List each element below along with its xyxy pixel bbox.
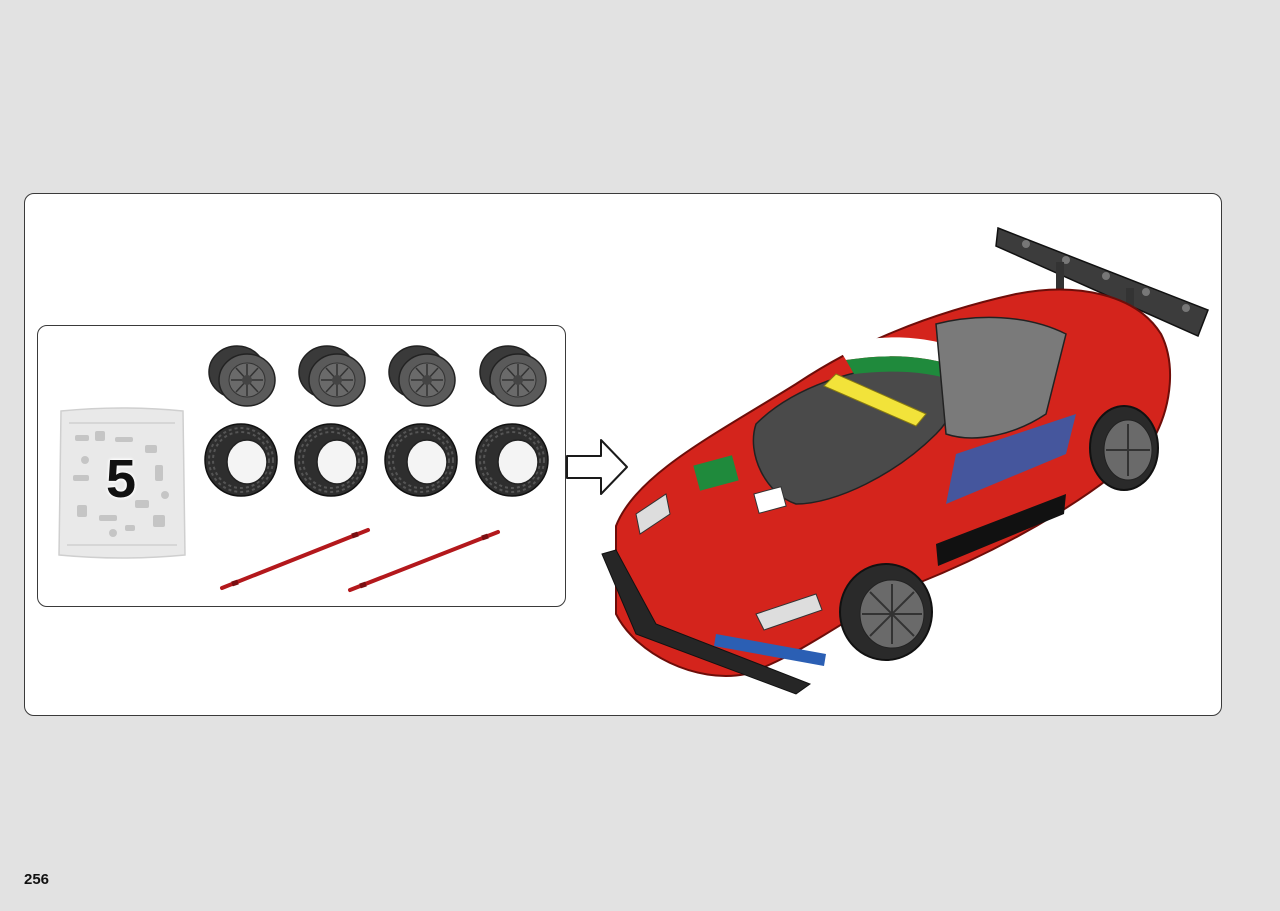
arrow-right-icon [566,439,628,495]
tire-icon [475,423,549,497]
tire-icon [294,423,368,497]
bag-number: 5 [105,449,137,509]
rim-icon [208,345,276,407]
bag-icon [58,407,186,559]
front-wheel [839,563,933,661]
race-car-image [601,226,1209,695]
rim-icon [298,345,366,407]
axle-icon [220,528,370,590]
page-number: 256 [24,871,50,888]
rim-icon [479,345,547,407]
tire-icon [204,423,278,497]
rear-wheel [1089,405,1159,491]
axle-icon [348,530,500,592]
tire-icon [384,423,458,497]
rim-icon [388,345,456,407]
